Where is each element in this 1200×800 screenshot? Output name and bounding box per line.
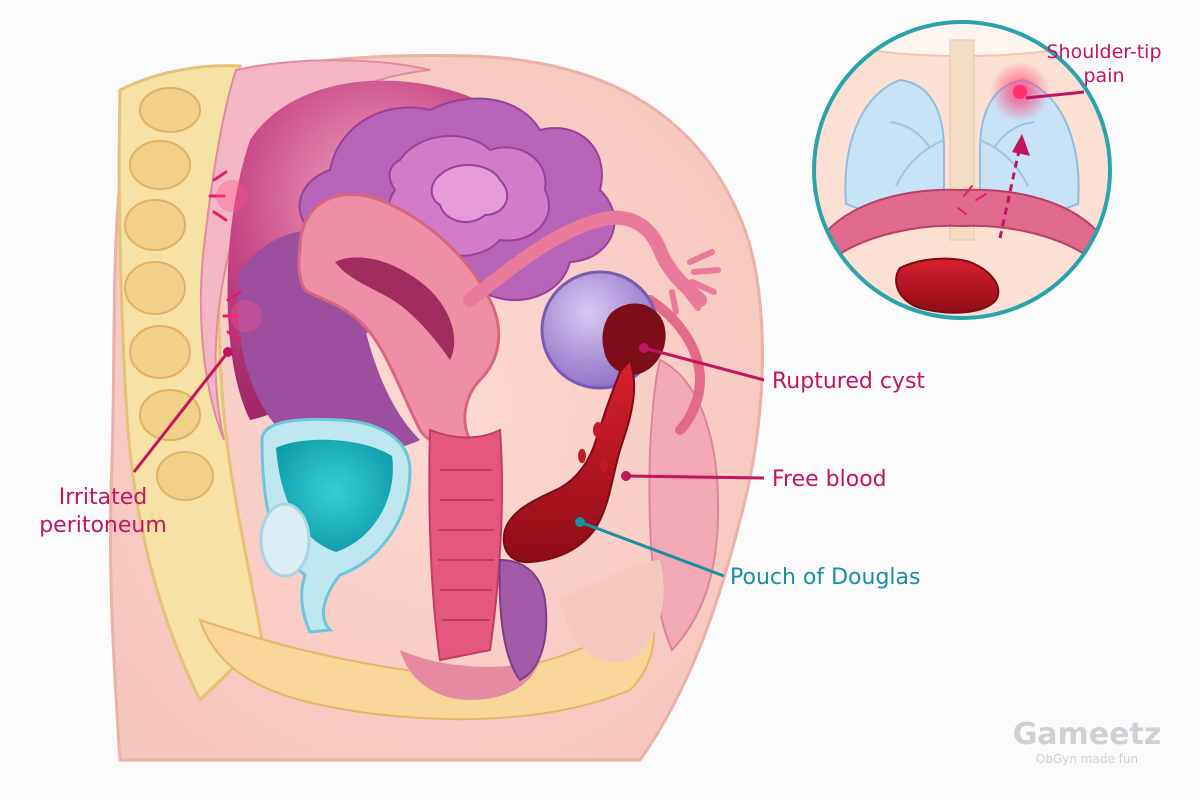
inset-chest-view — [812, 20, 1112, 320]
irritation-marks — [208, 170, 242, 342]
free-blood — [502, 357, 636, 564]
watermark: Gameetz ObGyn made fun — [1012, 717, 1162, 767]
vaginal-rugae — [438, 469, 494, 621]
inset-border — [812, 20, 1112, 320]
callout-shoulder-tip-pain — [1025, 90, 1085, 100]
diaphragm-irritation-marks — [957, 185, 987, 215]
callout-ruptured-cyst — [639, 343, 765, 382]
irritation-spot-upper — [216, 180, 248, 212]
watermark-name: Gameetz — [1012, 717, 1162, 752]
ovarian-ligament — [645, 295, 706, 435]
callout-irritated-peritoneum — [132, 347, 233, 473]
fallopian-tube — [463, 210, 707, 307]
inset-blood-drop — [852, 290, 864, 306]
uterine-cavity — [335, 257, 455, 360]
pubic-bone — [259, 502, 311, 578]
callout-pouch-of-douglas — [575, 517, 725, 578]
label-pouch-of-douglas: Pouch of Douglas — [730, 565, 921, 590]
callout-free-blood — [621, 471, 765, 481]
posterior-pelvic-region — [237, 230, 420, 451]
label-ruptured-cyst: Ruptured cyst — [772, 369, 926, 394]
label-irritated-peritoneum: Irritated peritoneum — [18, 484, 188, 540]
perineum — [400, 650, 540, 700]
vaginal-canal — [428, 428, 503, 662]
label-irritated-peritoneum-line2: peritoneum — [39, 513, 167, 538]
uterus — [297, 192, 501, 447]
subdiaphragmatic-blood — [895, 257, 1000, 314]
pelvic-floor-fat — [198, 608, 655, 721]
irritation-spot-lower — [230, 300, 262, 332]
label-shoulder-tip-pain: Shoulder-tip pain — [1020, 40, 1188, 88]
shoulder-pain-dot — [1013, 85, 1027, 99]
blood-droplets — [578, 403, 626, 472]
label-shoulder-tip-pain-line1: Shoulder-tip — [1046, 41, 1162, 63]
referred-pain-arrowhead — [1012, 134, 1030, 156]
watermark-tagline: ObGyn made fun — [1035, 752, 1139, 766]
bronchial-tree — [889, 121, 1035, 187]
fimbriae — [669, 249, 721, 315]
label-free-blood: Free blood — [772, 467, 887, 492]
rectum — [498, 558, 548, 682]
cyst-rupture-opening — [602, 303, 666, 375]
sacral-fat — [560, 560, 664, 663]
label-shoulder-tip-pain-line2: pain — [1083, 65, 1125, 87]
label-irritated-peritoneum-line1: Irritated — [58, 485, 148, 510]
vertebrae — [124, 87, 214, 501]
referred-pain-arrow-line — [998, 145, 1022, 239]
right-pelvic-wall — [648, 358, 720, 652]
